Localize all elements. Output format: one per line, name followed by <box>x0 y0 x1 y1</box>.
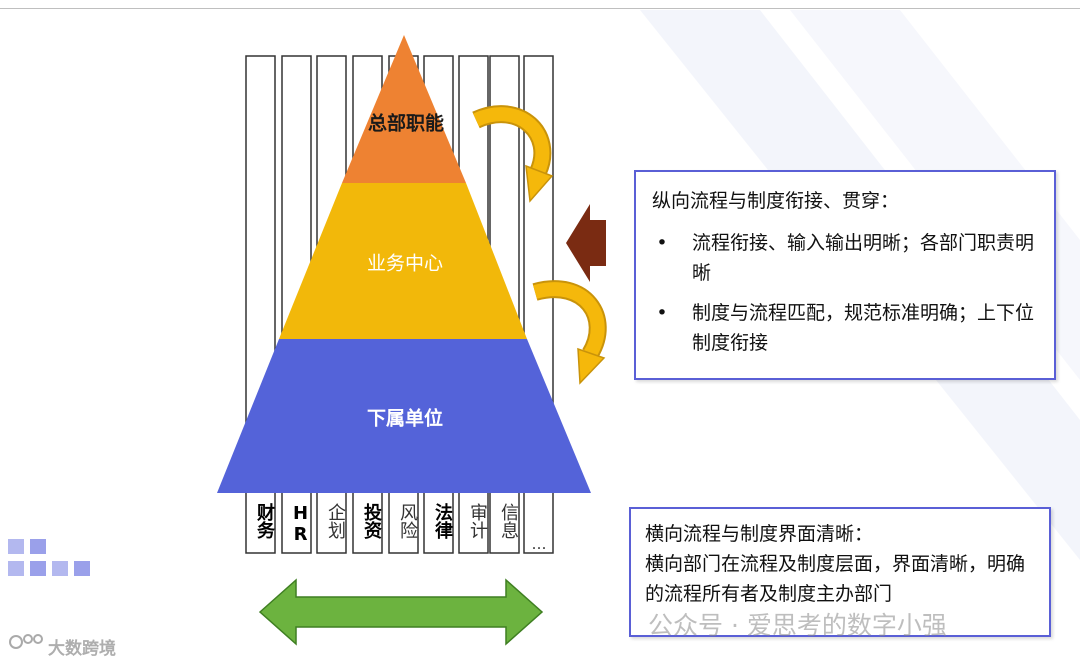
column-label-audit: 审计 <box>467 503 488 539</box>
decor-square <box>30 561 46 576</box>
column-label-investment: 投资 <box>361 503 382 539</box>
horizontal-process-box: 横向流程与制度界面清晰： 横向部门在流程及制度层面，界面清晰，明确的流程所有者及… <box>629 507 1051 637</box>
vertical-box-bullet: • 流程衔接、输入输出明晰；各部门职责明晰 <box>652 228 1038 288</box>
watermark-logo-icon <box>9 634 43 649</box>
column-label-legal: 法律 <box>432 503 453 539</box>
column-label-hr: HR <box>290 503 311 545</box>
watermark-right: 公众号 · 爱思考的数字小强 <box>648 611 947 640</box>
horizontal-box-body: 横向部门在流程及制度层面，界面清晰，明确的流程所有者及制度主办部门 <box>645 553 1026 605</box>
curved-arrow-icon <box>532 280 607 385</box>
column-label-risk: 风险 <box>397 503 418 539</box>
vertical-box-bullet: • 制度与流程匹配，规范标准明确；上下位制度衔接 <box>652 298 1038 358</box>
tier-business-shape <box>279 183 527 339</box>
bullet-dot-icon: • <box>656 232 668 254</box>
curved-arrow-icon <box>472 105 554 203</box>
double-arrow-icon <box>258 578 544 646</box>
column-label-finance: 财务 <box>254 503 275 539</box>
tier-subsidiary-shape <box>217 339 591 493</box>
bullet-text: 制度与流程匹配，规范标准明确；上下位制度衔接 <box>692 302 1035 354</box>
left-arrow-icon <box>566 204 606 282</box>
vertical-process-box: 纵向流程与制度衔接、贯穿： • 流程衔接、输入输出明晰；各部门职责明晰 • 制度… <box>634 170 1056 380</box>
decor-square <box>30 539 46 554</box>
bullet-dot-icon: • <box>656 302 668 324</box>
watermark-left: 大数跨境 <box>48 639 116 659</box>
decor-square <box>8 539 24 554</box>
decor-square <box>74 561 90 576</box>
column-label-more: … <box>531 535 547 553</box>
decor-square <box>8 561 24 576</box>
column-label-info: 信息 <box>498 503 519 539</box>
tier-subsidiary-label: 下属单位 <box>366 407 444 430</box>
horizontal-box-title: 横向流程与制度界面清晰： <box>645 523 874 545</box>
top-divider-line <box>0 8 1080 9</box>
tier-hq-shape <box>342 35 466 183</box>
tier-hq-label: 总部职能 <box>367 112 445 135</box>
decor-square <box>52 561 68 576</box>
column-label-planning: 企划 <box>325 503 346 539</box>
bullet-text: 流程衔接、输入输出明晰；各部门职责明晰 <box>692 232 1035 284</box>
vertical-box-title: 纵向流程与制度衔接、贯穿： <box>652 190 900 212</box>
tier-business-label: 业务中心 <box>366 252 444 275</box>
